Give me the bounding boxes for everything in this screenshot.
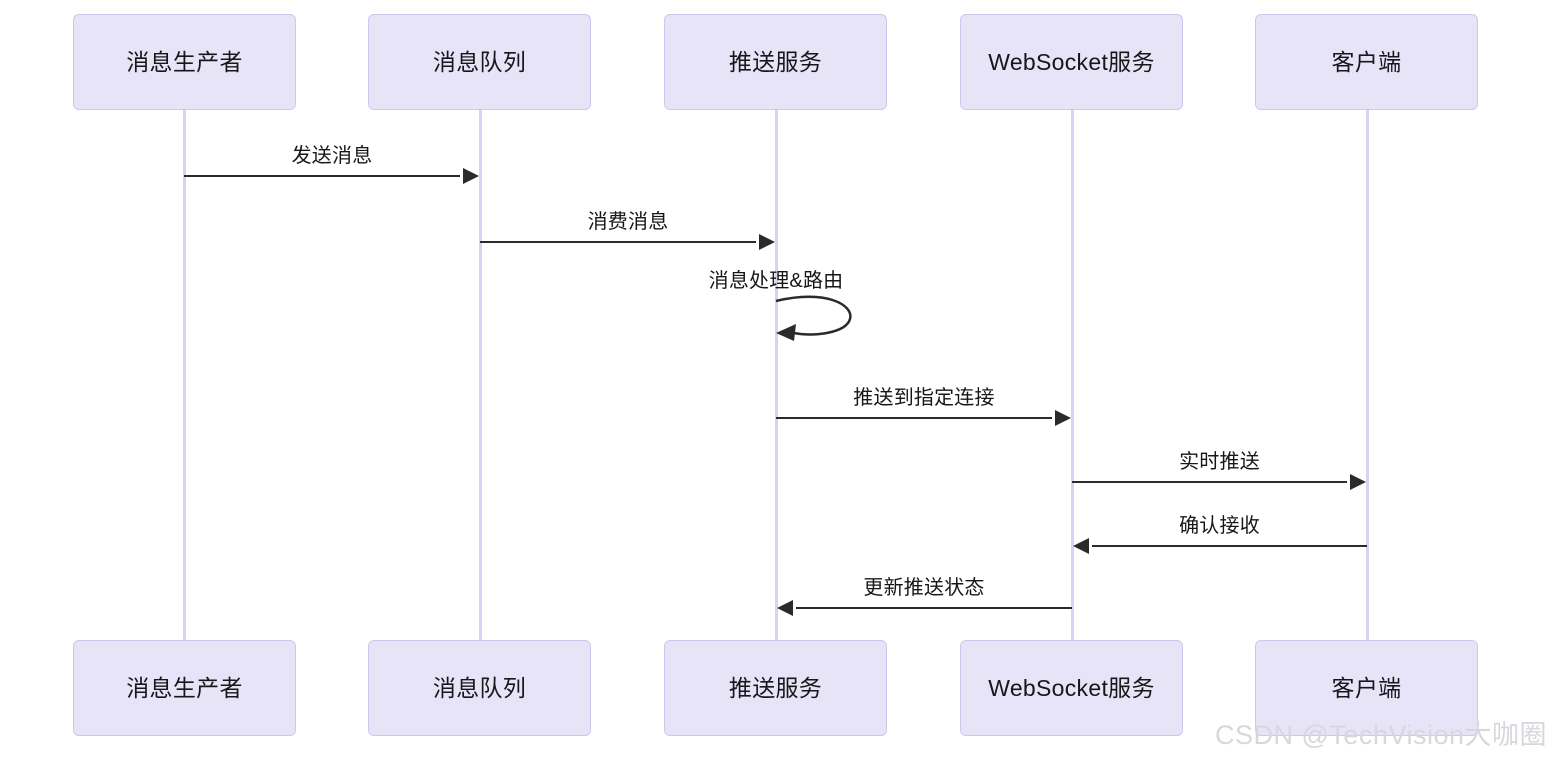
participant-label-client: 客户端: [1331, 48, 1402, 75]
participant-box-top-producer[interactable]: 消息生产者: [73, 14, 296, 110]
self-message-loop: [775, 295, 852, 341]
message-label-3: 推送到指定连接: [853, 387, 995, 409]
participant-label-push: 推送服务: [728, 674, 823, 701]
message-label-0: 发送消息: [291, 145, 373, 167]
lifeline-producer: [182, 110, 186, 640]
message-label-6: 更新推送状态: [863, 577, 985, 599]
message-arrowhead-3: [1055, 410, 1071, 426]
lifeline-websocket: [1070, 110, 1074, 640]
message-arrowhead-1: [759, 234, 775, 250]
message-label-2: 消息处理&路由: [708, 270, 844, 292]
participant-box-top-push[interactable]: 推送服务: [664, 14, 887, 110]
message-arrowhead-4: [1350, 474, 1366, 490]
message-line-6: [796, 607, 1072, 609]
lifeline-queue: [478, 110, 482, 640]
message-line-1: [480, 241, 756, 243]
participant-box-bottom-push[interactable]: 推送服务: [664, 640, 887, 736]
participant-box-top-queue[interactable]: 消息队列: [368, 14, 591, 110]
message-label-5: 确认接收: [1179, 515, 1260, 537]
participant-label-client: 客户端: [1331, 674, 1402, 701]
message-arrowhead-5: [1073, 538, 1089, 554]
message-label-4: 实时推送: [1179, 451, 1260, 473]
participant-label-websocket: WebSocket服务: [988, 48, 1155, 75]
participant-label-queue: 消息队列: [432, 48, 527, 75]
participant-box-bottom-queue[interactable]: 消息队列: [368, 640, 591, 736]
participant-label-websocket: WebSocket服务: [988, 674, 1155, 701]
participant-label-push: 推送服务: [728, 48, 823, 75]
watermark: CSDN @TechVision大咖圈: [1215, 720, 1547, 750]
message-line-0: [184, 175, 460, 177]
participant-box-bottom-client[interactable]: 客户端: [1255, 640, 1478, 736]
lifeline-client: [1365, 110, 1369, 640]
message-label-1: 消费消息: [587, 211, 669, 233]
participant-box-top-client[interactable]: 客户端: [1255, 14, 1478, 110]
participant-box-bottom-websocket[interactable]: WebSocket服务: [960, 640, 1183, 736]
message-arrowhead-0: [463, 168, 479, 184]
participant-label-queue: 消息队列: [432, 674, 527, 701]
participant-label-producer: 消息生产者: [126, 674, 243, 701]
participant-label-producer: 消息生产者: [126, 48, 243, 75]
message-line-4: [1072, 481, 1347, 483]
participant-box-bottom-producer[interactable]: 消息生产者: [73, 640, 296, 736]
participant-box-top-websocket[interactable]: WebSocket服务: [960, 14, 1183, 110]
message-arrowhead-6: [777, 600, 793, 616]
lifeline-push: [774, 110, 778, 640]
message-line-3: [776, 417, 1052, 419]
message-line-5: [1092, 545, 1367, 547]
